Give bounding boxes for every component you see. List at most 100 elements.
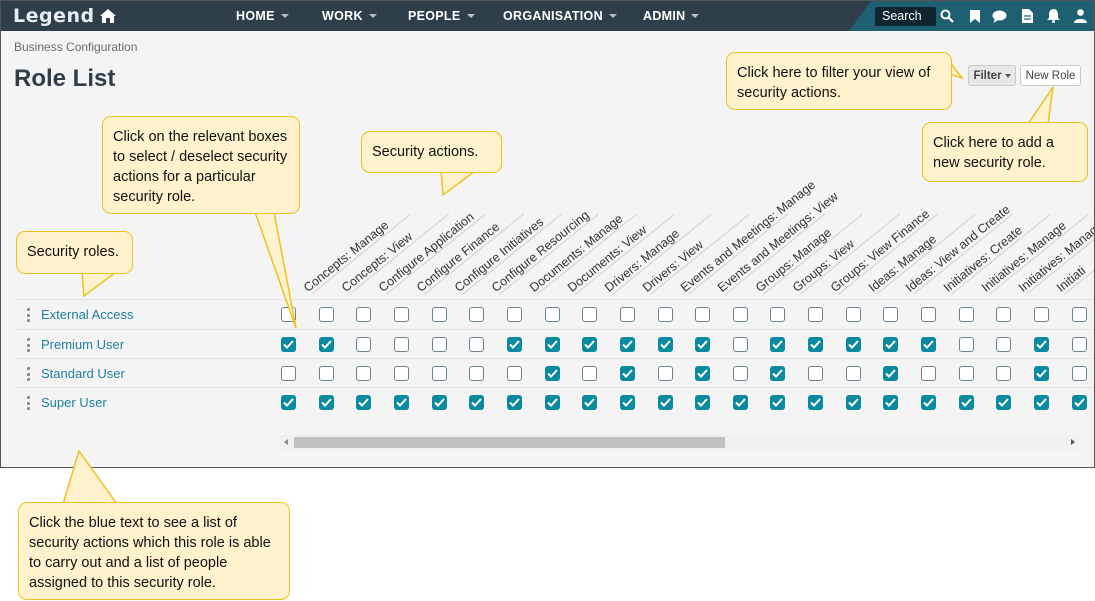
role-name-link[interactable]: Standard User — [41, 366, 125, 381]
brand-logo[interactable]: Legend — [13, 4, 116, 28]
search-input[interactable]: Search — [875, 7, 936, 26]
security-action-checkbox[interactable] — [318, 337, 334, 352]
bookmark-icon[interactable] — [967, 8, 983, 24]
security-action-checkbox[interactable] — [619, 337, 635, 352]
security-action-checkbox[interactable] — [770, 337, 786, 352]
security-action-checkbox[interactable] — [619, 307, 635, 322]
security-action-checkbox[interactable] — [996, 395, 1012, 410]
nav-admin[interactable]: ADMIN — [643, 1, 700, 31]
security-action-checkbox[interactable] — [318, 395, 334, 410]
security-action-checkbox[interactable] — [1034, 337, 1049, 352]
security-action-checkbox[interactable] — [544, 337, 560, 352]
security-action-checkbox[interactable] — [732, 395, 748, 410]
security-action-checkbox[interactable] — [958, 337, 974, 352]
security-action-checkbox[interactable] — [582, 395, 598, 410]
security-action-checkbox[interactable] — [770, 307, 786, 322]
security-action-checkbox[interactable] — [431, 337, 447, 352]
security-action-checkbox[interactable] — [921, 395, 937, 410]
scrollbar-thumb[interactable] — [294, 437, 725, 448]
chat-icon[interactable] — [991, 8, 1007, 24]
security-action-checkbox[interactable] — [657, 395, 673, 410]
security-action-checkbox[interactable] — [695, 366, 711, 381]
security-action-checkbox[interactable] — [770, 366, 786, 381]
security-action-checkbox[interactable] — [469, 366, 485, 381]
security-action-checkbox[interactable] — [845, 307, 861, 322]
security-action-checkbox[interactable] — [657, 307, 673, 322]
security-action-checkbox[interactable] — [393, 366, 409, 381]
new-role-button[interactable]: New Role — [1020, 65, 1081, 86]
scroll-right-icon[interactable] — [1071, 439, 1075, 445]
security-action-checkbox[interactable] — [1071, 307, 1087, 322]
document-icon[interactable] — [1019, 8, 1035, 24]
security-action-checkbox[interactable] — [921, 307, 937, 322]
horizontal-scrollbar[interactable] — [280, 435, 1079, 450]
security-action-checkbox[interactable] — [883, 307, 899, 322]
security-action-checkbox[interactable] — [356, 307, 372, 322]
security-action-checkbox[interactable] — [695, 307, 711, 322]
security-action-checkbox[interactable] — [469, 337, 485, 352]
security-action-checkbox[interactable] — [996, 307, 1012, 322]
security-action-checkbox[interactable] — [506, 337, 522, 352]
security-action-checkbox[interactable] — [1034, 307, 1049, 322]
security-action-checkbox[interactable] — [958, 307, 974, 322]
security-action-checkbox[interactable] — [582, 366, 598, 381]
filter-button[interactable]: Filter — [968, 65, 1016, 86]
user-icon[interactable] — [1072, 8, 1088, 24]
security-action-checkbox[interactable] — [318, 307, 334, 322]
security-action-checkbox[interactable] — [469, 395, 485, 410]
security-action-checkbox[interactable] — [506, 366, 522, 381]
security-action-checkbox[interactable] — [1034, 395, 1049, 410]
security-action-checkbox[interactable] — [732, 337, 748, 352]
security-action-checkbox[interactable] — [506, 307, 522, 322]
security-action-checkbox[interactable] — [582, 307, 598, 322]
home-icon[interactable] — [99, 9, 116, 23]
security-action-checkbox[interactable] — [883, 366, 899, 381]
security-action-checkbox[interactable] — [544, 366, 560, 381]
security-action-checkbox[interactable] — [356, 366, 372, 381]
security-action-checkbox[interactable] — [845, 366, 861, 381]
nav-people[interactable]: PEOPLE — [408, 1, 475, 31]
security-action-checkbox[interactable] — [657, 366, 673, 381]
security-action-checkbox[interactable] — [431, 395, 447, 410]
role-name-link[interactable]: Premium User — [41, 337, 125, 352]
scroll-left-icon[interactable] — [284, 439, 288, 445]
security-action-checkbox[interactable] — [695, 395, 711, 410]
security-action-checkbox[interactable] — [393, 337, 409, 352]
security-action-checkbox[interactable] — [1071, 337, 1087, 352]
security-action-checkbox[interactable] — [845, 395, 861, 410]
security-action-checkbox[interactable] — [996, 366, 1012, 381]
role-name-link[interactable]: Super User — [41, 395, 107, 410]
security-action-checkbox[interactable] — [808, 307, 824, 322]
security-action-checkbox[interactable] — [732, 307, 748, 322]
security-action-checkbox[interactable] — [808, 366, 824, 381]
security-action-checkbox[interactable] — [1071, 395, 1087, 410]
security-action-checkbox[interactable] — [431, 366, 447, 381]
security-action-checkbox[interactable] — [770, 395, 786, 410]
role-name-link[interactable]: External Access — [41, 307, 134, 322]
security-action-checkbox[interactable] — [506, 395, 522, 410]
drag-handle-icon[interactable] — [27, 338, 31, 352]
security-action-checkbox[interactable] — [883, 337, 899, 352]
security-action-checkbox[interactable] — [883, 395, 899, 410]
security-action-checkbox[interactable] — [808, 337, 824, 352]
security-action-checkbox[interactable] — [958, 395, 974, 410]
drag-handle-icon[interactable] — [27, 308, 31, 322]
security-action-checkbox[interactable] — [431, 307, 447, 322]
security-action-checkbox[interactable] — [845, 337, 861, 352]
drag-handle-icon[interactable] — [27, 396, 31, 410]
security-action-checkbox[interactable] — [657, 337, 673, 352]
security-action-checkbox[interactable] — [281, 395, 296, 410]
security-action-checkbox[interactable] — [281, 337, 296, 352]
security-action-checkbox[interactable] — [544, 307, 560, 322]
security-action-checkbox[interactable] — [582, 337, 598, 352]
security-action-checkbox[interactable] — [393, 307, 409, 322]
security-action-checkbox[interactable] — [921, 366, 937, 381]
security-action-checkbox[interactable] — [732, 366, 748, 381]
security-action-checkbox[interactable] — [356, 337, 372, 352]
bell-icon[interactable] — [1045, 8, 1061, 24]
security-action-checkbox[interactable] — [544, 395, 560, 410]
security-action-checkbox[interactable] — [281, 366, 296, 381]
nav-organisation[interactable]: ORGANISATION — [503, 1, 617, 31]
security-action-checkbox[interactable] — [318, 366, 334, 381]
security-action-checkbox[interactable] — [619, 366, 635, 381]
